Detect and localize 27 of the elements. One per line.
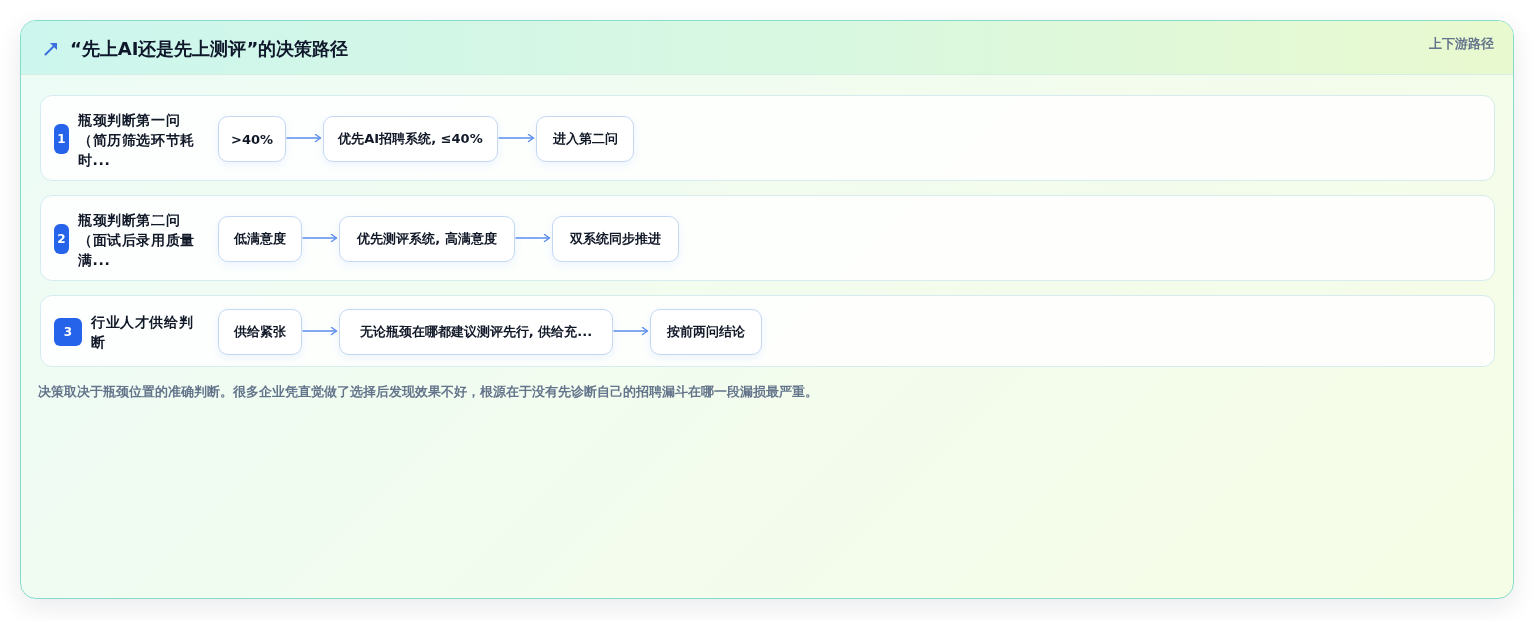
arrow	[285, 133, 322, 143]
arrow	[612, 326, 649, 336]
row-heading: 瓶颈判断第一问（简历筛选环节耗时...	[78, 111, 196, 170]
number-badge: 3	[54, 318, 82, 346]
number-badge: 2	[54, 224, 69, 254]
number-badge: 1	[54, 124, 69, 154]
step-box: 无论瓶颈在哪都建议测评先行, 供给充...	[339, 309, 613, 355]
step-box: 优先AI招聘系统, ≤40%	[323, 116, 498, 162]
arrow	[301, 233, 338, 243]
step-box: 低满意度	[218, 216, 302, 262]
step-box: >40%	[218, 116, 286, 162]
arrow	[301, 326, 338, 336]
step-box: 双系统同步推进	[552, 216, 679, 262]
step-box: 进入第二问	[536, 116, 634, 162]
step-box: 优先测评系统, 高满意度	[339, 216, 515, 262]
row-heading: 行业人才供给判断	[91, 313, 195, 352]
step-box: 按前两问结论	[650, 309, 762, 355]
card-title: “先上AI还是先上测评”的决策路径	[70, 37, 349, 61]
arrow	[497, 133, 535, 143]
row-panel	[40, 195, 1495, 281]
row-heading: 瓶颈判断第二问（面试后录用质量满...	[78, 211, 196, 270]
header-note: 上下游路径	[1428, 36, 1494, 52]
row-panel	[40, 295, 1495, 367]
caption-text: 决策取决于瓶颈位置的准确判断。很多企业凭直觉做了选择后发现效果不好，根源在于没有先诊断自己的招聘漏斗在哪一段漏损最严重。	[38, 384, 818, 400]
arrow	[514, 233, 551, 243]
step-box: 供给紧张	[218, 309, 302, 355]
row-panel	[40, 95, 1495, 181]
